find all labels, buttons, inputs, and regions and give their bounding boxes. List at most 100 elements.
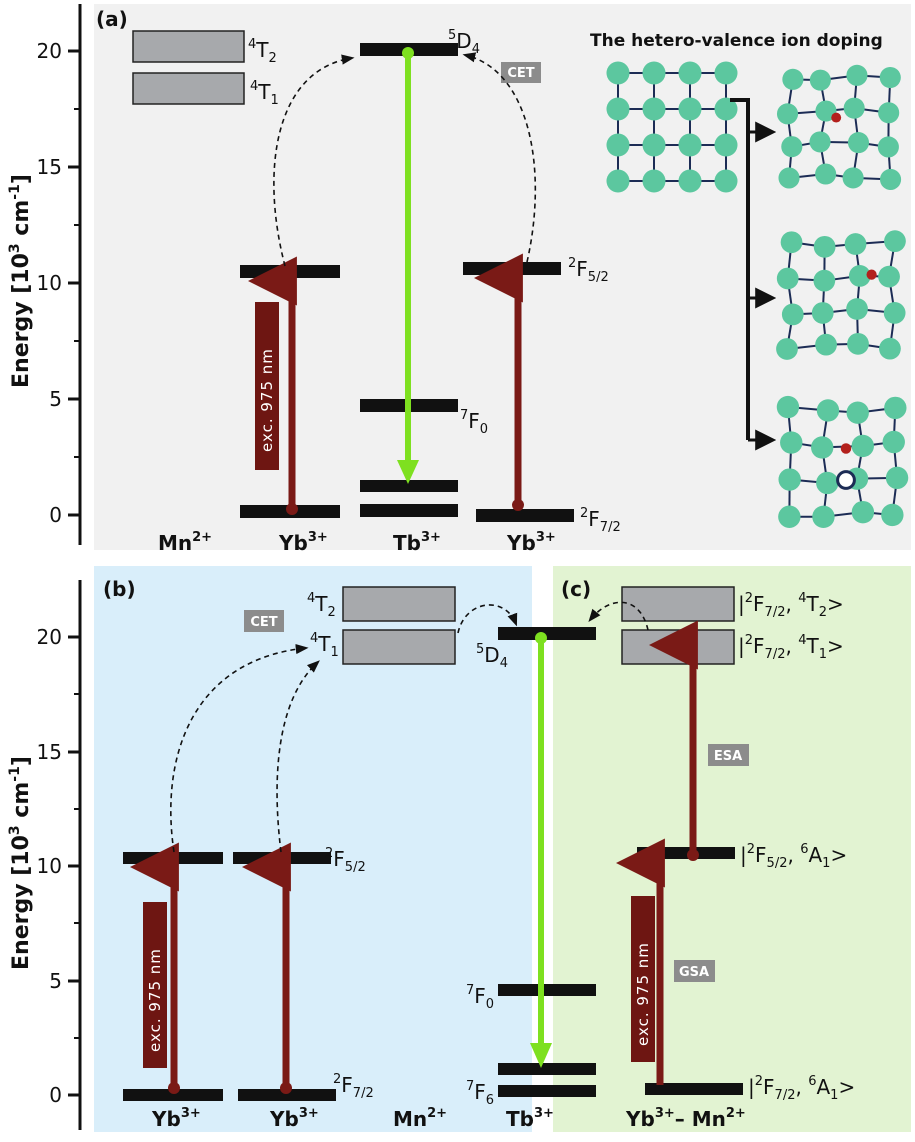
lattice-atom bbox=[878, 102, 899, 123]
lattice-atom bbox=[777, 268, 799, 290]
lattice-atom bbox=[606, 97, 629, 120]
panel-c-esa-start-dot bbox=[687, 849, 699, 861]
lattice-atom bbox=[714, 61, 737, 84]
panel-a-ion-yb2: Yb3+ bbox=[506, 530, 556, 555]
lattice-atom bbox=[780, 431, 802, 453]
lattice-atom bbox=[606, 133, 629, 156]
lattice-atom bbox=[781, 231, 803, 253]
lattice-atom bbox=[812, 302, 834, 324]
lattice-atom bbox=[776, 338, 798, 360]
panel-b-label: (b) bbox=[103, 577, 136, 601]
lattice-atom bbox=[781, 136, 802, 157]
panel-a-yb2-2F72-level bbox=[476, 509, 574, 522]
lattice-atom bbox=[817, 399, 839, 421]
panel-b-yb2-ground-dot bbox=[280, 1082, 292, 1094]
panel-c-state-top: |2F7/2, 4T2> bbox=[738, 591, 844, 620]
lattice-atom bbox=[642, 97, 665, 120]
doping-title: The hetero-valence ion doping bbox=[590, 31, 883, 51]
panel-a-tick-10: 10 bbox=[37, 271, 62, 295]
panel-bc-tb-7F0-level bbox=[498, 984, 596, 996]
lattice-atom bbox=[714, 133, 737, 156]
panel-c-state-mid: |2F7/2, 4T1> bbox=[738, 633, 844, 662]
lattice-atom bbox=[678, 61, 701, 84]
lattice-dopant bbox=[841, 443, 852, 454]
panel-a-ion-mn: Mn2+ bbox=[158, 530, 212, 555]
panel-a-4T2-band bbox=[133, 31, 244, 62]
panel-a-4T1-band bbox=[133, 73, 244, 104]
lattice-atom bbox=[812, 506, 834, 528]
lattice-atom bbox=[642, 133, 665, 156]
panel-a-y-axis: 0 5 10 15 20 Energy [103 cm-1] bbox=[7, 4, 80, 545]
panel-bc-tb-emission-start bbox=[535, 632, 547, 644]
panel-a-tick-15: 15 bbox=[37, 155, 62, 179]
lattice-atom bbox=[777, 396, 799, 418]
panel-bc-tb-7F6-level bbox=[498, 1085, 596, 1097]
panel-c-state-excited: |2F5/2, 6A1> bbox=[740, 842, 847, 871]
panel-c-label: (c) bbox=[561, 577, 591, 601]
lattice-atom bbox=[678, 97, 701, 120]
lattice-atom bbox=[852, 435, 874, 457]
panel-b-4T1-band bbox=[343, 630, 455, 664]
lattice-atom bbox=[606, 61, 629, 84]
lattice-atom bbox=[816, 472, 838, 494]
panel-b-tick-15: 15 bbox=[37, 740, 62, 764]
panel-bc-y-axis: 0 5 10 15 20 Energy [103 cm-1] bbox=[7, 580, 80, 1130]
panel-c-esa-label: ESA bbox=[714, 749, 742, 764]
lattice-atom bbox=[843, 167, 864, 188]
lattice-atom bbox=[879, 338, 901, 360]
panel-a-y-axis-title: Energy [103 cm-1] bbox=[7, 174, 34, 388]
lattice-atom bbox=[847, 401, 869, 423]
panel-c-excitation-label: exc. 975 nm bbox=[634, 942, 652, 1046]
panel-a-ion-tb: Tb3+ bbox=[393, 530, 441, 555]
lattice-dopant bbox=[867, 270, 877, 280]
panel-bc-ion-tb: Tb3+ bbox=[506, 1106, 554, 1131]
panel-a-excitation-label: exc. 975 nm bbox=[258, 348, 276, 452]
panel-a-yb2-2F52-level bbox=[463, 262, 561, 275]
lattice-atom bbox=[809, 131, 830, 152]
lattice-atom bbox=[878, 136, 899, 157]
panel-b-4T2-band bbox=[343, 587, 455, 621]
lattice-atom bbox=[606, 169, 629, 192]
panel-c-excited-level bbox=[637, 847, 735, 859]
panel-a-cet-label: CET bbox=[507, 66, 534, 81]
panel-c-top-band bbox=[622, 587, 734, 621]
lattice-atom bbox=[782, 304, 804, 326]
lattice-atom bbox=[810, 70, 831, 91]
panel-a-tb-emission-start bbox=[402, 47, 414, 59]
lattice-atom bbox=[884, 397, 906, 419]
lattice-atom bbox=[845, 233, 867, 255]
lattice-atom bbox=[642, 169, 665, 192]
lattice-atom bbox=[778, 167, 799, 188]
panel-b-yb1-ground-dot bbox=[168, 1082, 180, 1094]
panel-bc-tb-5D4-level bbox=[498, 627, 596, 640]
panel-c-mid-band bbox=[622, 630, 734, 664]
panel-a-yb2-ground-dot bbox=[512, 499, 524, 511]
panel-bc-tb-7F-level-upper bbox=[498, 1063, 596, 1075]
panel-a-yb-ground-dot bbox=[286, 503, 298, 515]
lattice-atom bbox=[844, 98, 865, 119]
lattice-atom bbox=[642, 61, 665, 84]
panel-a-yb-2F52-level bbox=[240, 265, 340, 278]
lattice-atom bbox=[848, 132, 869, 153]
lattice-atom bbox=[815, 163, 836, 184]
lattice-atom bbox=[811, 436, 833, 458]
panel-c-state-ground: |2F7/2, 6A1> bbox=[748, 1074, 855, 1103]
lattice-atom bbox=[881, 504, 903, 526]
panel-a-label: (a) bbox=[96, 7, 128, 31]
panel-a-tick-0: 0 bbox=[49, 503, 62, 527]
lattice-atom bbox=[852, 501, 874, 523]
panel-b-tick-10: 10 bbox=[37, 854, 62, 878]
panel-b-yb1-2F52-level bbox=[123, 852, 223, 864]
lattice-atom bbox=[778, 506, 800, 528]
panel-b-yb2-2F52-level bbox=[233, 852, 331, 864]
lattice-atom bbox=[878, 266, 900, 288]
panel-a-ion-yb: Yb3+ bbox=[278, 530, 328, 555]
lattice-atom bbox=[678, 169, 701, 192]
lattice-atom bbox=[782, 69, 803, 90]
lattice-atom bbox=[678, 133, 701, 156]
lattice-atom bbox=[886, 467, 908, 489]
lattice-atom bbox=[847, 333, 869, 355]
panel-a-tick-20: 20 bbox=[37, 39, 62, 63]
